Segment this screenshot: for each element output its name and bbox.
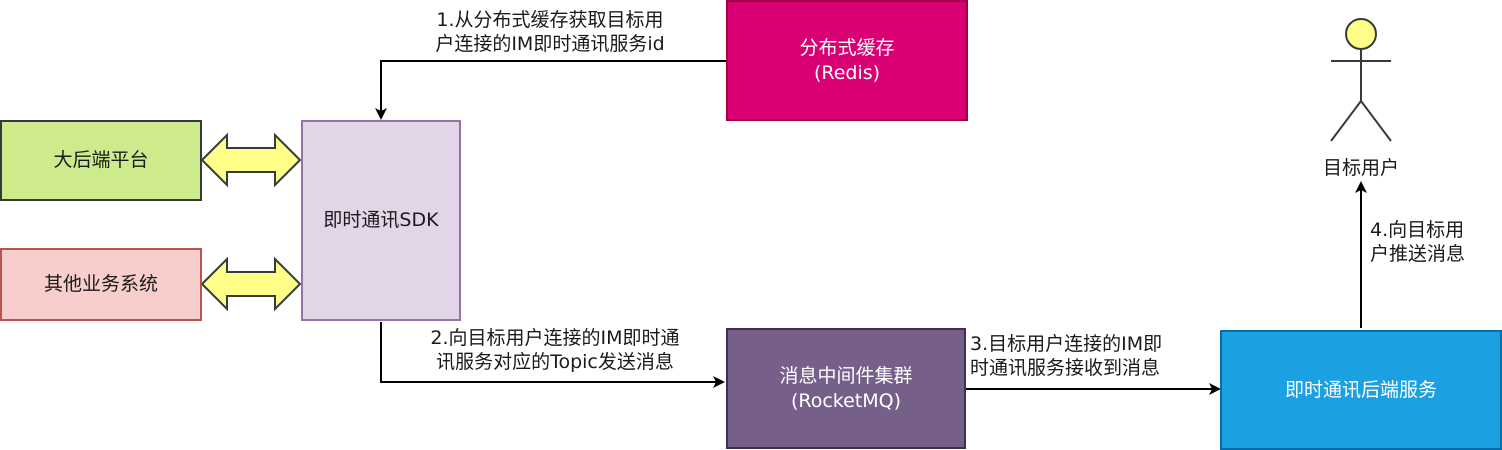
backend-platform-node[interactable]: 大后端平台 — [0, 120, 202, 201]
edge-step2-label: 2.向目标用户连接的IM即时通 讯服务对应的Topic发送消息 — [390, 326, 720, 374]
edge-step4-label-line1: 4.向目标用 — [1370, 219, 1465, 241]
edge-step4-label: 4.向目标用 户推送消息 — [1370, 218, 1500, 266]
edge-step4-label-line2: 户推送消息 — [1370, 243, 1466, 265]
redis-node[interactable]: 分布式缓存 (Redis) — [726, 0, 968, 121]
redis-node-subtitle: (Redis) — [813, 61, 881, 84]
double-arrow-icon — [200, 256, 302, 312]
im-backend-service-node[interactable]: 即时通讯后端服务 — [1220, 330, 1502, 450]
edge-step2-label-line1: 2.向目标用户连接的IM即时通 — [430, 327, 680, 349]
edge-step1-label-line2: 户连接的IM即时通讯服务id — [435, 33, 665, 55]
edge-step1-line — [375, 60, 726, 120]
edge-step2-line — [380, 322, 725, 388]
double-arrow-icon — [200, 132, 302, 188]
backend-platform-node-label: 大后端平台 — [53, 149, 149, 171]
edge-step3-label-line2: 时通讯服务接收到消息 — [970, 357, 1161, 379]
other-systems-node-label: 其他业务系统 — [43, 273, 158, 295]
im-backend-service-node-label: 即时通讯后端服务 — [1284, 378, 1437, 401]
message-queue-node[interactable]: 消息中间件集群 (RocketMQ) — [726, 328, 966, 449]
redis-node-title: 分布式缓存 — [799, 36, 895, 59]
im-sdk-node[interactable]: 即时通讯SDK — [301, 120, 461, 321]
message-queue-node-title: 消息中间件集群 — [779, 364, 913, 387]
edge-step2-label-line2: 讯服务对应的Topic发送消息 — [436, 351, 674, 373]
other-systems-node[interactable]: 其他业务系统 — [0, 248, 202, 321]
edge-step3-label: 3.目标用户连接的IM即 时通讯服务接收到消息 — [970, 332, 1220, 380]
edge-step3-label-line1: 3.目标用户连接的IM即 — [970, 333, 1163, 355]
im-sdk-node-label: 即时通讯SDK — [323, 209, 439, 231]
message-queue-node-subtitle: (RocketMQ) — [790, 389, 902, 412]
target-user-label: 目标用户 — [1322, 157, 1399, 179]
edge-step1-label: 1.从分布式缓存获取目标用 户连接的IM即时通讯服务id — [380, 8, 720, 56]
user-actor-icon — [1330, 18, 1392, 142]
edge-step1-label-line1: 1.从分布式缓存获取目标用 — [436, 9, 664, 31]
